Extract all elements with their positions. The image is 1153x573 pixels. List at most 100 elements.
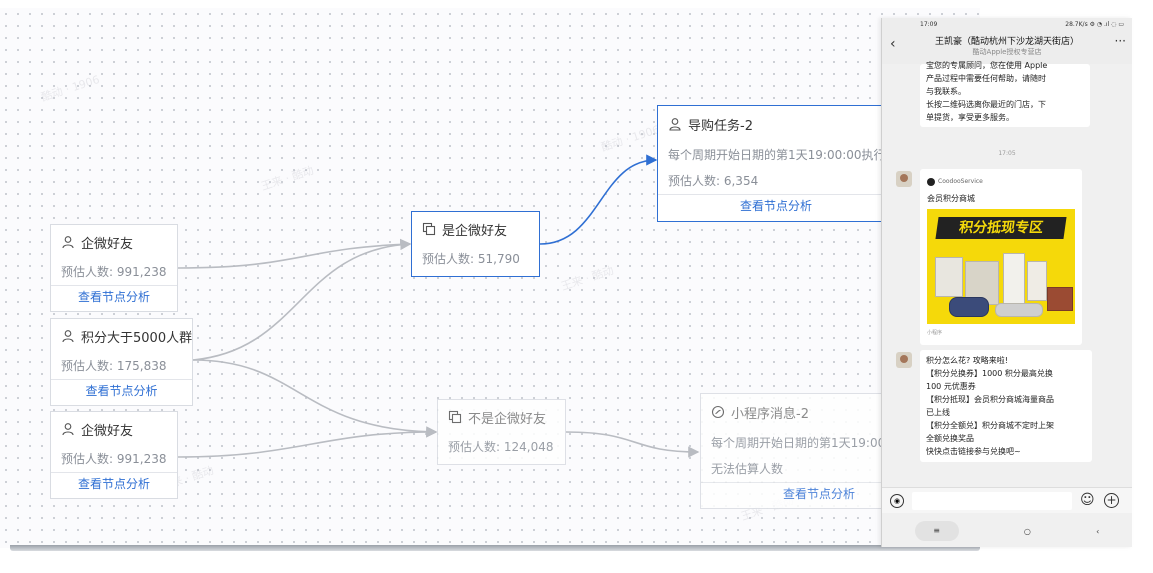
voice-icon[interactable]: ◉ xyxy=(890,494,904,508)
phone-chat-preview: 17:09 28.7K/s ⚙ ◔ .ıl ◌ ▭ ‹ 王凯豪（酷动杭州下沙龙湖… xyxy=(881,18,1132,547)
nav-menu-button[interactable]: ≡ xyxy=(914,521,959,541)
node-estimate: 预估人数: 991,238 xyxy=(61,265,167,279)
nav-home-button[interactable]: ○ xyxy=(1023,526,1031,536)
copy-icon xyxy=(448,410,462,424)
node-miniprogram-msg-2[interactable]: 小程序消息-2 每个周期开始日期的第1天19:00:00 无法估算人数 查看节点… xyxy=(700,393,900,509)
node-header: 企微好友 xyxy=(51,412,177,446)
bubble-line: 已上线 xyxy=(926,408,950,417)
node-header: 企微好友 xyxy=(51,225,177,259)
node-header: 积分大于5000人群 xyxy=(51,319,192,353)
bubble-line: 【积分兑换券】1000 积分最高兑换 xyxy=(926,369,1053,378)
product-shape xyxy=(1003,253,1025,305)
chat-bubble-intro: 宝您的专属顾问，您在使用 Apple 产品过程中需要任何帮助，请随时 与我联系。… xyxy=(920,61,1090,127)
bubble-line: 宝您的专属顾问，您在使用 Apple xyxy=(926,61,1048,70)
bubble-line: 全额兑换奖品 xyxy=(926,434,974,443)
back-icon[interactable]: ‹ xyxy=(890,36,896,52)
bubble-line: 快快点击链接参与兑换吧~ xyxy=(926,447,1021,456)
card-brand: CoodooService xyxy=(927,175,1075,188)
node-is-wecom-friend[interactable]: 是企微好友 预估人数: 51,790 xyxy=(411,211,540,277)
brand-logo-icon xyxy=(927,177,935,186)
copy-icon xyxy=(422,222,436,236)
node-guide-task-2[interactable]: 导购任务-2 每个周期开始日期的第1天19:00:00执行 预估人数: 6,35… xyxy=(657,105,897,222)
node-header: 小程序消息-2 xyxy=(701,394,899,430)
bubble-line: 【积分全额兑】积分商城不定时上架 xyxy=(926,421,1054,430)
node-estimate: 预估人数: 175,838 xyxy=(61,359,167,373)
card-title: 会员积分商城 xyxy=(927,194,975,203)
banner-title: 积分抵现专区 xyxy=(935,217,1067,239)
miniapp-icon xyxy=(711,405,725,419)
more-icon[interactable]: ··· xyxy=(1114,34,1126,48)
node-title: 企微好友 xyxy=(81,423,134,439)
node-wecom-friend-2[interactable]: 企微好友 预估人数: 991,238 查看节点分析 xyxy=(50,411,178,499)
bubble-line: 与我联系。 xyxy=(926,87,966,96)
bubble-line: 单提货，享受更多服务。 xyxy=(926,113,1014,122)
node-title: 企微好友 xyxy=(81,236,134,252)
node-estimate: 预估人数: 991,238 xyxy=(61,452,167,466)
view-node-analysis-link[interactable]: 查看节点分析 xyxy=(51,285,177,307)
user-icon xyxy=(62,236,74,249)
node-title: 不是企微好友 xyxy=(468,411,547,427)
view-node-analysis-link[interactable]: 查看节点分析 xyxy=(51,379,192,401)
node-estimate: 预估人数: 124,048 xyxy=(448,440,554,454)
card-banner-image: 积分抵现专区 xyxy=(927,209,1075,324)
card-brand-name: CoodooService xyxy=(938,178,983,185)
node-title: 小程序消息-2 xyxy=(731,406,809,422)
canvas-bottom-edge xyxy=(10,545,980,551)
bubble-line: 长按二维码选离你最近的门店，下 xyxy=(926,100,1046,109)
node-title: 是企微好友 xyxy=(442,223,508,239)
edge-isfriend-task xyxy=(539,154,658,245)
node-schedule: 每个周期开始日期的第1天19:00:00执行 xyxy=(668,148,886,162)
miniprogram-card[interactable]: CoodooService 会员积分商城 积分抵现专区 小程序 xyxy=(920,169,1082,345)
user-icon xyxy=(62,423,74,436)
bubble-line: 产品过程中需要任何帮助，请随时 xyxy=(926,74,1046,83)
node-wecom-friend-1[interactable]: 企微好友 预估人数: 991,238 查看节点分析 xyxy=(50,224,178,312)
node-points-over-5000[interactable]: 积分大于5000人群 预估人数: 175,838 查看节点分析 xyxy=(50,318,193,406)
status-indicators: 28.7K/s ⚙ ◔ .ıl ◌ ▭ xyxy=(1065,21,1124,28)
plus-icon[interactable]: + xyxy=(1104,493,1119,508)
view-node-analysis-link[interactable]: 查看节点分析 xyxy=(701,482,899,504)
edge-friend2-notfriend xyxy=(177,426,438,458)
edge-notfriend-mini xyxy=(565,431,700,458)
node-estimate: 预估人数: 51,790 xyxy=(422,252,520,266)
view-node-analysis-link[interactable]: 查看节点分析 xyxy=(51,472,177,494)
user-icon xyxy=(62,330,74,343)
node-header: 不是企微好友 xyxy=(438,400,565,434)
node-header: 是企微好友 xyxy=(412,212,539,246)
chat-input-bar: ◉ ☺ + xyxy=(882,487,1132,513)
chat-header: ‹ 王凯豪（酷动杭州下沙龙湖天街店） 酷动Apple授权专营店 ··· xyxy=(882,32,1132,64)
flow-edges xyxy=(177,154,700,458)
task-user-icon xyxy=(669,118,681,131)
chat-subtitle: 酷动Apple授权专营店 xyxy=(972,48,1042,56)
chat-input-field[interactable] xyxy=(912,492,1072,510)
bubble-line: 积分怎么花? 攻略来啦! xyxy=(926,356,1008,365)
bubble-line: 【积分抵现】会员积分商城海量商品 xyxy=(926,395,1054,404)
chat-bubble-points-guide: 积分怎么花? 攻略来啦! 【积分兑换券】1000 积分最高兑换 100 元优惠券… xyxy=(920,350,1092,462)
node-schedule: 每个周期开始日期的第1天19:00:00 xyxy=(711,436,899,450)
view-node-analysis-link[interactable]: 查看节点分析 xyxy=(658,194,896,216)
nav-back-button[interactable]: ‹ xyxy=(1096,526,1100,536)
node-title: 积分大于5000人群 xyxy=(81,330,192,346)
product-shape xyxy=(935,257,963,297)
edge-points-notfriend xyxy=(192,359,438,438)
node-estimate: 预估人数: 6,354 xyxy=(668,174,759,188)
avatar xyxy=(896,352,912,368)
edge-friend1-isfriend xyxy=(177,238,412,269)
product-shape xyxy=(995,303,1043,317)
chat-title: 王凯豪（酷动杭州下沙龙湖天街店） xyxy=(934,37,1079,47)
product-shape xyxy=(949,297,989,317)
phone-nav-bar: ≡ ○ ‹ xyxy=(882,515,1132,547)
edge-points-isfriend xyxy=(192,238,412,361)
card-miniprogram-label: 小程序 xyxy=(927,330,943,336)
emoji-icon[interactable]: ☺ xyxy=(1080,492,1095,508)
status-time: 17:09 xyxy=(920,21,938,28)
avatar xyxy=(896,171,912,187)
node-not-wecom-friend[interactable]: 不是企微好友 预估人数: 124,048 xyxy=(437,399,566,465)
bubble-line: 100 元优惠券 xyxy=(926,382,976,391)
product-shape xyxy=(1027,261,1047,301)
product-shape xyxy=(1047,287,1073,311)
chat-timestamp: 17:05 xyxy=(998,150,1016,157)
node-header: 导购任务-2 xyxy=(658,106,896,142)
node-estimate: 无法估算人数 xyxy=(711,462,784,476)
phone-status-bar: 17:09 28.7K/s ⚙ ◔ .ıl ◌ ▭ xyxy=(882,18,1132,32)
